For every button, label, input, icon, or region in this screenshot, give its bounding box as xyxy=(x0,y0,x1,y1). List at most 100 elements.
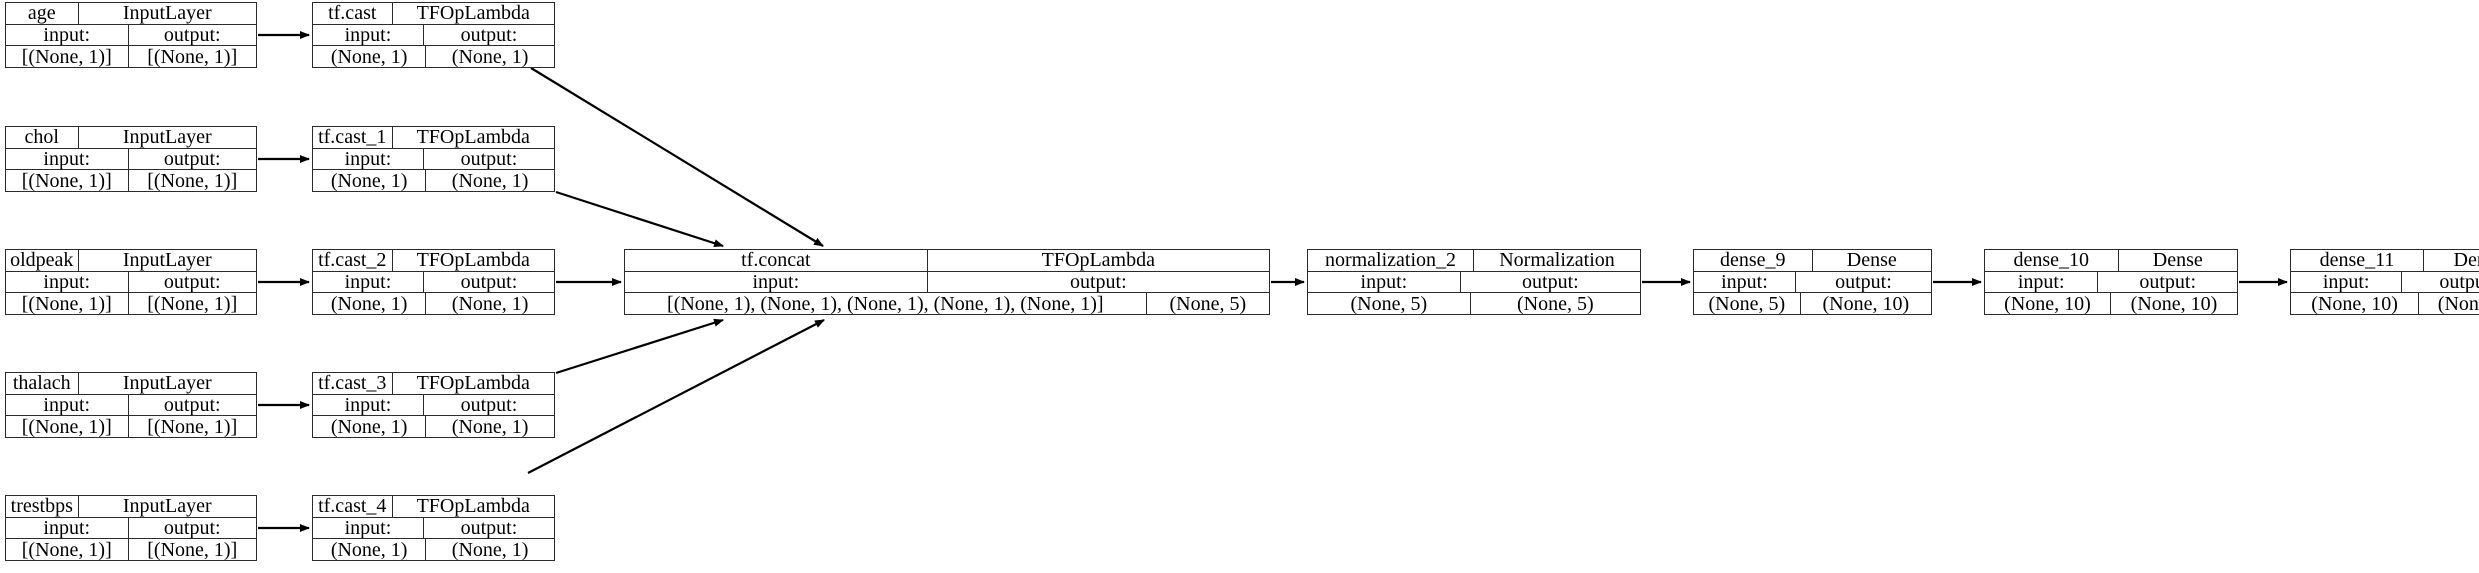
node-input-shape: (None, 1) xyxy=(313,170,427,191)
node-input-shape: (None, 1) xyxy=(313,539,427,560)
node-name: thalach xyxy=(6,373,79,394)
node-output-shape: [(None, 1)] xyxy=(147,46,238,68)
node-output-label: output: xyxy=(163,394,221,416)
node-shape-row: (None, 10)(None, 10) xyxy=(1985,293,2237,314)
node-header-row: trestbps InputLayer xyxy=(6,496,256,518)
node-input-label: input: xyxy=(1985,271,2099,293)
edge-cast3-to-concat xyxy=(555,318,724,375)
node-output-shape: (None, 1) xyxy=(451,539,529,561)
node-header-row: tf.cast_4 TFOpLambda xyxy=(313,496,554,518)
node-input-label: input: xyxy=(6,148,129,170)
node-class: Dense xyxy=(2453,250,2479,271)
node-name: chol xyxy=(6,127,79,148)
node-header-row: tf.cast_3 TFOpLambda xyxy=(313,373,554,395)
node-output-shape: (None, 5) xyxy=(1169,293,1247,315)
node-io-row: input:output: xyxy=(6,148,256,171)
node-output-shape: [(None, 1)] xyxy=(147,539,238,561)
node-shape-row: [(None, 1)] [(None, 1)] xyxy=(6,293,256,314)
node-class: TFOpLambda xyxy=(416,496,530,517)
node-output-shape: (None, 10) xyxy=(1822,293,1910,315)
node-shape-row: (None, 5)(None, 5) xyxy=(1308,293,1640,314)
node-io-row: input:output: xyxy=(6,271,256,294)
node-class: InputLayer xyxy=(122,3,212,24)
node-input-shape: (None, 1) xyxy=(313,293,427,314)
node-input-label: input: xyxy=(6,517,129,539)
node-header-row: tf.cast_1 TFOpLambda xyxy=(313,127,554,149)
node-io-row: input:output: xyxy=(313,517,554,540)
node-name: dense_9 xyxy=(1694,250,1813,271)
node-output-label: output: xyxy=(163,517,221,539)
node-input-label: input: xyxy=(313,394,424,416)
node-name: age xyxy=(6,3,79,24)
node-class: InputLayer xyxy=(122,496,212,517)
node-input-label: input: xyxy=(313,271,424,293)
node-input-label: input: xyxy=(6,394,129,416)
node-io-row: input: output: xyxy=(1308,271,1640,294)
node-input-shape: (None, 5) xyxy=(1308,293,1471,314)
node-shape-row: (None, 1) (None, 1) xyxy=(313,293,554,314)
node-header-row: dense_11Dense xyxy=(2291,250,2479,272)
node-shape-row: [(None, 1)][(None, 1)] xyxy=(6,539,256,560)
node-output-label: output: xyxy=(163,271,221,293)
node-io-row: input: output: xyxy=(313,271,554,294)
node-input-label: input: xyxy=(1308,271,1461,293)
node-io-row: input: output: xyxy=(6,24,256,47)
node-class: Dense xyxy=(2152,250,2203,271)
node-class: TFOpLambda xyxy=(416,127,530,148)
node-input-shape: [(None, 1)] xyxy=(6,293,129,314)
node-io-row: input: output: xyxy=(313,394,554,417)
node-io-row: input:output: xyxy=(625,271,1269,294)
node-class: TFOpLambda xyxy=(1041,250,1155,271)
node-shape-row: (None, 1)(None, 1) xyxy=(313,416,554,437)
node-io-row: input:output: xyxy=(1694,271,1931,294)
node-name: tf.cast xyxy=(313,3,393,24)
node-name: tf.cast_3 xyxy=(313,373,393,394)
edge-cast-to-concat xyxy=(530,67,824,247)
node-input-label: input: xyxy=(6,24,129,46)
node-class: InputLayer xyxy=(122,250,212,271)
node-dense_11[interactable]: dense_11Denseinput:output:(None, 10)(Non… xyxy=(2290,249,2479,315)
node-output-shape: (None, 10) xyxy=(2130,293,2218,315)
node-shape-row: (None, 5)(None, 10) xyxy=(1694,293,1931,314)
node-input-shape: [(None, 1)] xyxy=(6,170,129,191)
node-class: TFOpLambda xyxy=(416,250,530,271)
node-output-shape: (None, 1) xyxy=(451,293,529,315)
node-output-label: output: xyxy=(460,394,518,416)
node-output-label: output: xyxy=(460,24,518,46)
node-input-shape: [(None, 1)] xyxy=(6,46,129,67)
node-output-label: output: xyxy=(2139,271,2197,293)
node-output-label: output: xyxy=(163,24,221,46)
node-io-row: input: output: xyxy=(1985,271,2237,294)
node-output-label: output: xyxy=(2439,271,2479,293)
node-output-shape: [(None, 1)] xyxy=(147,293,238,315)
node-output-label: output: xyxy=(1522,271,1579,293)
node-io-row: input: output: xyxy=(6,394,256,417)
node-name: tf.cast_1 xyxy=(313,127,393,148)
node-class: TFOpLambda xyxy=(416,373,530,394)
node-output-label: output: xyxy=(460,271,518,293)
node-shape-row: [(None, 1)][(None, 1)] xyxy=(6,416,256,437)
node-name: trestbps xyxy=(6,496,79,517)
edge-cast1-to-concat xyxy=(555,190,724,248)
node-shape-row: [(None, 1)][(None, 1)] xyxy=(6,170,256,191)
node-name: tf.cast_4 xyxy=(313,496,393,517)
